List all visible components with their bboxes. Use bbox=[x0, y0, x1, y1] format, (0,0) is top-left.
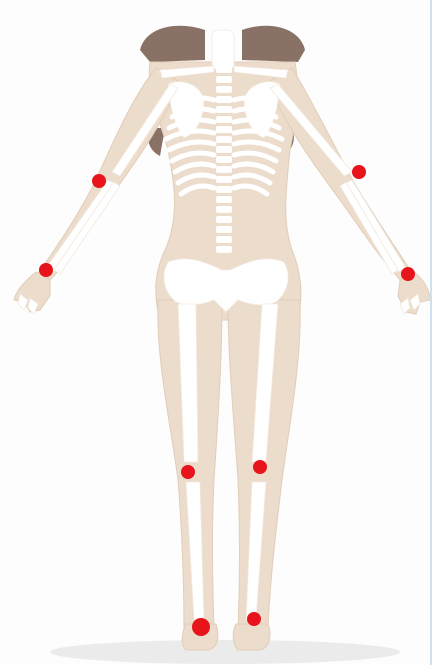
vertebra bbox=[216, 206, 232, 213]
marker-right-ankle bbox=[247, 612, 261, 626]
vertebra bbox=[216, 196, 232, 203]
marker-right-elbow bbox=[352, 165, 366, 179]
vertebra bbox=[216, 106, 232, 113]
vertebra bbox=[216, 76, 232, 83]
vertebra bbox=[216, 186, 232, 193]
marker-left-ankle bbox=[192, 618, 210, 636]
vertebra bbox=[216, 156, 232, 163]
floor-shadow bbox=[50, 640, 400, 664]
marker-left-elbow bbox=[92, 174, 106, 188]
marker-right-wrist bbox=[401, 267, 415, 281]
vertebra bbox=[216, 96, 232, 103]
vertebra bbox=[216, 216, 232, 223]
marker-left-knee bbox=[181, 465, 195, 479]
vertebra bbox=[216, 146, 232, 153]
vertebra bbox=[216, 136, 232, 143]
vertebra bbox=[216, 246, 232, 253]
vertebra bbox=[216, 126, 232, 133]
vertebra bbox=[216, 116, 232, 123]
vertebra bbox=[216, 86, 232, 93]
vertebra bbox=[216, 176, 232, 183]
vertebra bbox=[216, 236, 232, 243]
vertebra bbox=[216, 166, 232, 173]
marker-left-wrist bbox=[39, 263, 53, 277]
marker-right-knee bbox=[253, 460, 267, 474]
vertebra bbox=[216, 226, 232, 233]
vertebra bbox=[216, 66, 232, 73]
